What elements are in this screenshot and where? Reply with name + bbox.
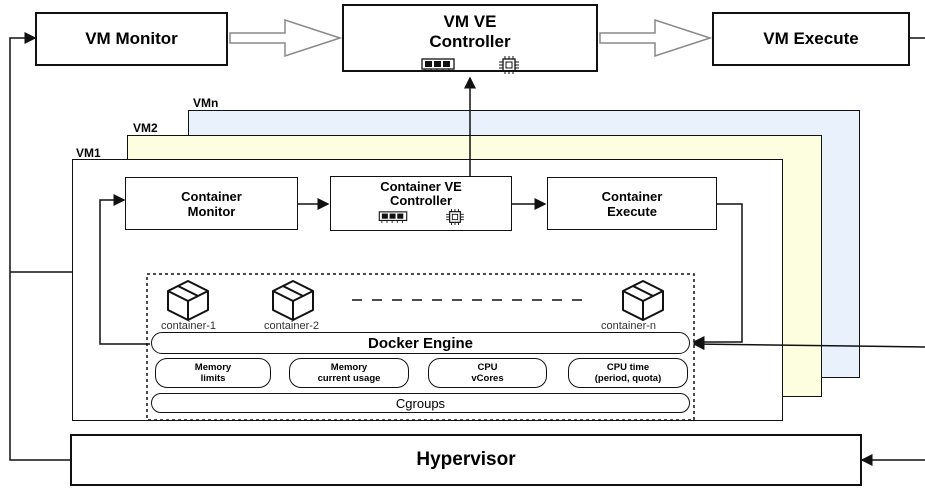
cgroups-label: Cgroups: [395, 395, 446, 411]
memory-limits-pill: Memory limits: [155, 358, 271, 388]
container-monitor-line1: Container: [181, 188, 242, 204]
hypervisor-label: Hypervisor: [416, 449, 516, 470]
cgroups-bar: Cgroups: [151, 393, 690, 413]
container-n-label: container-n: [601, 320, 657, 332]
container-ve-controller-line1: Container VE: [380, 179, 462, 194]
vm-execute-box: VM Execute: [712, 12, 910, 66]
container-monitor-line2: Monitor: [187, 203, 236, 219]
docker-engine-label: Docker Engine: [367, 334, 474, 352]
hollow-arrow-controller-to-execute: [599, 18, 713, 58]
container-1-label: container-1: [161, 320, 217, 332]
docker-region: [146, 273, 695, 421]
vm-monitor-box: VM Monitor: [35, 12, 228, 66]
container-ve-controller-box: Container VE Controller: [330, 176, 512, 231]
memory-icon: [420, 57, 455, 72]
hypervisor-box: Hypervisor: [70, 434, 862, 486]
left-feedback-line: [9, 32, 70, 461]
hollow-arrow-monitor-to-controller: [229, 18, 343, 58]
cpu-vcores-line2: vCores: [471, 373, 504, 384]
container-execute-line1: Container: [601, 188, 663, 204]
cpu-icon: [499, 55, 520, 74]
container-monitor-box: Container Monitor: [125, 177, 298, 230]
cpu-vcores-line1: CPU: [477, 362, 498, 373]
vm-monitor-label: VM Monitor: [85, 29, 178, 48]
cpu-time-pill: CPU time (period, quota): [568, 358, 688, 388]
cpu-vcores-pill: CPU vCores: [428, 358, 547, 388]
vm-execute-label: VM Execute: [763, 29, 859, 48]
container-cube-icon: [272, 280, 314, 321]
cpu-time-line1: CPU time: [606, 362, 650, 373]
container-2-label: container-2: [264, 320, 320, 332]
vmn-label: VMn: [193, 96, 219, 110]
container-cube-icon: [167, 280, 209, 321]
memory-usage-line2: current usage: [317, 373, 381, 384]
cpu-icon: [445, 209, 464, 225]
vm-ve-controller-line1: VM VE: [443, 12, 497, 31]
memory-usage-pill: Memory current usage: [289, 358, 409, 388]
container-execute-box: Container Execute: [547, 177, 717, 230]
container-cube-icon: [622, 280, 664, 321]
container-execute-line2: Execute: [607, 203, 657, 219]
memory-icon: [378, 211, 408, 223]
memory-limits-line2: limits: [200, 373, 226, 384]
vm-ve-controller-box: VM VE Controller: [342, 4, 598, 74]
memory-usage-line1: Memory: [330, 362, 368, 373]
memory-limits-line1: Memory: [194, 362, 232, 373]
docker-engine-bar: Docker Engine: [151, 332, 690, 354]
vm2-label: VM2: [133, 121, 158, 135]
container-ve-controller-line2: Controller: [389, 193, 453, 208]
cpu-time-line2: (period, quota): [594, 373, 662, 384]
vm1-label: VM1: [76, 146, 101, 160]
vm-ve-controller-line2: Controller: [429, 32, 511, 51]
